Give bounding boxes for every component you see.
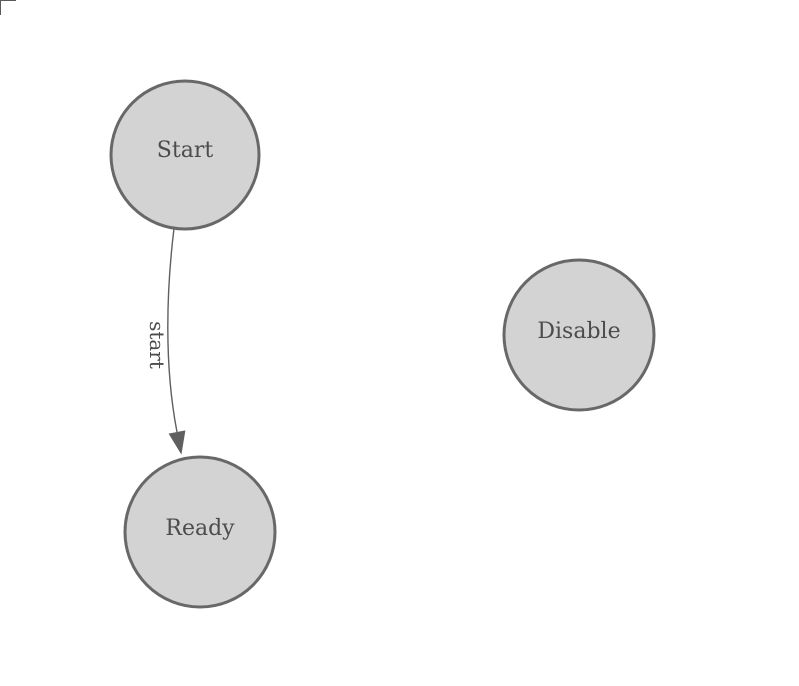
transition-curve[interactable] [167, 228, 178, 433]
state-circle-start[interactable] [109, 79, 261, 231]
transition-label: start [145, 321, 169, 369]
state-label-disable: Disable [537, 319, 620, 344]
state-node-ready[interactable]: Ready [123, 455, 277, 609]
transition-start-to-ready[interactable]: start [145, 228, 186, 455]
state-label-start: Start [157, 138, 214, 163]
state-circle-disable[interactable] [502, 258, 656, 412]
state-label-ready: Ready [165, 516, 235, 541]
arrowhead-icon [168, 430, 186, 455]
canvas-corner-mark [0, 0, 16, 15]
state-node-start[interactable]: Start [109, 79, 261, 231]
state-node-disable[interactable]: Disable [502, 258, 656, 412]
state-circle-ready[interactable] [123, 455, 277, 609]
